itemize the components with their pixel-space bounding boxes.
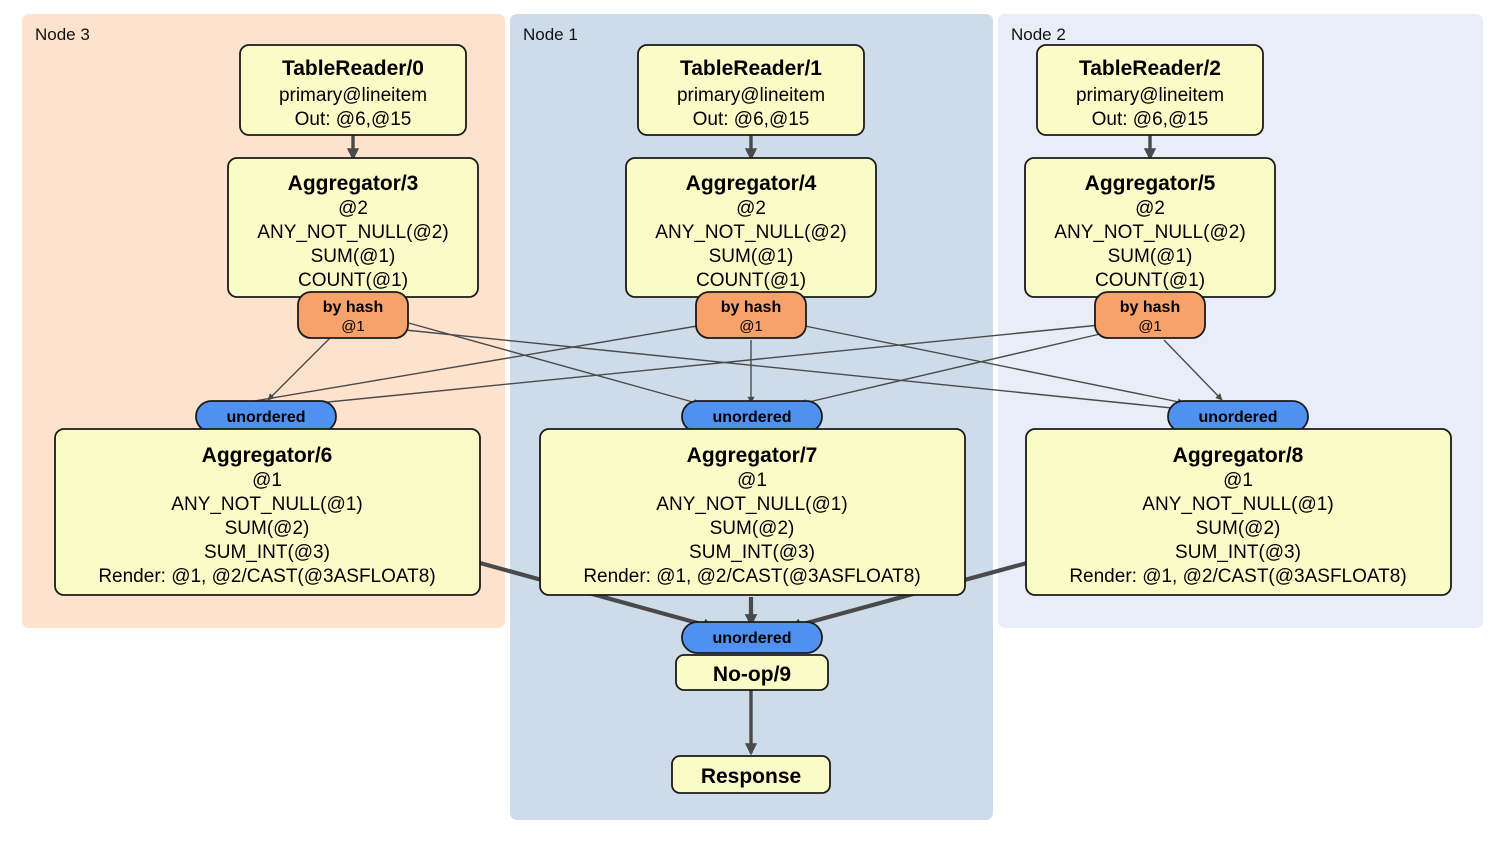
edge-byhash5-to-unordered6 (227, 324, 1101, 415)
processor-title: Response (701, 765, 801, 788)
processor-line: primary@lineitem (1076, 85, 1224, 106)
edge-byhash5-to-unordered8 (1163, 339, 1223, 401)
badge-by-hash-node1[interactable]: by hash @1 (695, 291, 807, 339)
processor-aggregator6[interactable]: Aggregator/6 @1 ANY_NOT_NULL(@1) SUM(@2)… (54, 428, 481, 596)
badge-title: by hash (721, 299, 781, 316)
processor-line: SUM(@2) (1196, 518, 1281, 539)
processor-title: TableReader/2 (1079, 57, 1221, 80)
processor-line: @1 (1223, 470, 1253, 491)
processor-line: @1 (737, 470, 767, 491)
processor-tablereader2[interactable]: TableReader/2 primary@lineitem Out: @6,@… (1036, 44, 1264, 136)
badge-unordered-node1[interactable]: unordered (681, 400, 823, 433)
processor-response[interactable]: Response (671, 755, 831, 794)
processor-line: Render: @1, @2/CAST(@3ASFLOAT8) (1069, 566, 1406, 587)
badge-subtitle: @1 (341, 318, 365, 335)
processor-title: Aggregator/8 (1173, 444, 1304, 467)
processor-aggregator7[interactable]: Aggregator/7 @1 ANY_NOT_NULL(@1) SUM(@2)… (539, 428, 966, 596)
processor-line: ANY_NOT_NULL(@1) (656, 494, 847, 515)
node-panel-label: Node 1 (523, 25, 578, 44)
badge-title: unordered (226, 409, 305, 426)
processor-tablereader0[interactable]: TableReader/0 primary@lineitem Out: @6,@… (239, 44, 467, 136)
processor-line: COUNT(@1) (1095, 270, 1205, 291)
edge-byhash4-to-unordered8 (799, 324, 1185, 406)
processor-line: Out: @6,@15 (693, 109, 810, 130)
processor-aggregator4[interactable]: Aggregator/4 @2 ANY_NOT_NULL(@2) SUM(@1)… (625, 157, 877, 298)
badge-title: unordered (1198, 409, 1277, 426)
processor-line: Out: @6,@15 (295, 109, 412, 130)
badge-unordered-final[interactable]: unordered (681, 621, 823, 654)
edge-byhash3-to-unordered6 (267, 337, 331, 401)
processor-title: Aggregator/5 (1085, 172, 1216, 195)
processor-line: @1 (252, 470, 282, 491)
processor-title: TableReader/0 (282, 57, 424, 80)
badge-title: unordered (712, 630, 791, 647)
processor-noop9[interactable]: No-op/9 (675, 654, 829, 691)
processor-line: SUM_INT(@3) (204, 542, 330, 563)
processor-line: SUM(@2) (225, 518, 310, 539)
processor-line: SUM(@1) (709, 246, 794, 267)
processor-line: @2 (338, 198, 368, 219)
processor-line: Render: @1, @2/CAST(@3ASFLOAT8) (98, 566, 435, 587)
processor-line: SUM(@1) (311, 246, 396, 267)
processor-line: @2 (1135, 198, 1165, 219)
processor-line: @2 (736, 198, 766, 219)
processor-line: ANY_NOT_NULL(@2) (257, 222, 448, 243)
processor-line: SUM_INT(@3) (1175, 542, 1301, 563)
processor-title: Aggregator/7 (687, 444, 818, 467)
badge-title: unordered (712, 409, 791, 426)
badge-by-hash-node2[interactable]: by hash @1 (1094, 291, 1206, 339)
processor-line: ANY_NOT_NULL(@1) (1142, 494, 1333, 515)
badge-by-hash-node3[interactable]: by hash @1 (297, 291, 409, 339)
node-panel-label: Node 2 (1011, 25, 1066, 44)
processor-title: Aggregator/6 (202, 444, 333, 467)
processor-line: primary@lineitem (279, 85, 427, 106)
badge-title: by hash (323, 299, 383, 316)
processor-title: TableReader/1 (680, 57, 822, 80)
processor-line: SUM(@2) (710, 518, 795, 539)
edge-byhash4-to-unordered6 (224, 324, 704, 409)
processor-line: ANY_NOT_NULL(@2) (1054, 222, 1245, 243)
processor-line: ANY_NOT_NULL(@1) (171, 494, 362, 515)
processor-line: COUNT(@1) (696, 270, 806, 291)
processor-line: SUM_INT(@3) (689, 542, 815, 563)
node-panel-label: Node 3 (35, 25, 90, 44)
badge-subtitle: @1 (739, 318, 763, 335)
processor-line: ANY_NOT_NULL(@2) (655, 222, 846, 243)
processor-title: Aggregator/3 (288, 172, 419, 195)
badge-unordered-node3[interactable]: unordered (195, 400, 337, 433)
processor-aggregator8[interactable]: Aggregator/8 @1 ANY_NOT_NULL(@1) SUM(@2)… (1025, 428, 1452, 596)
badge-unordered-node2[interactable]: unordered (1167, 400, 1309, 433)
processor-tablereader1[interactable]: TableReader/1 primary@lineitem Out: @6,@… (637, 44, 865, 136)
processor-title: No-op/9 (713, 663, 791, 686)
processor-title: Aggregator/4 (686, 172, 817, 195)
processor-line: primary@lineitem (677, 85, 825, 106)
processor-line: Out: @6,@15 (1092, 109, 1209, 130)
badge-subtitle: @1 (1138, 318, 1162, 335)
processor-aggregator3[interactable]: Aggregator/3 @2 ANY_NOT_NULL(@2) SUM(@1)… (227, 157, 479, 298)
badge-title: by hash (1120, 299, 1180, 316)
edge-byhash3-to-unordered8 (404, 329, 1183, 412)
processor-line: Render: @1, @2/CAST(@3ASFLOAT8) (583, 566, 920, 587)
processor-aggregator5[interactable]: Aggregator/5 @2 ANY_NOT_NULL(@2) SUM(@1)… (1024, 157, 1276, 298)
processor-line: COUNT(@1) (298, 270, 408, 291)
edge-byhash5-to-unordered7 (799, 333, 1101, 406)
processor-line: SUM(@1) (1108, 246, 1193, 267)
